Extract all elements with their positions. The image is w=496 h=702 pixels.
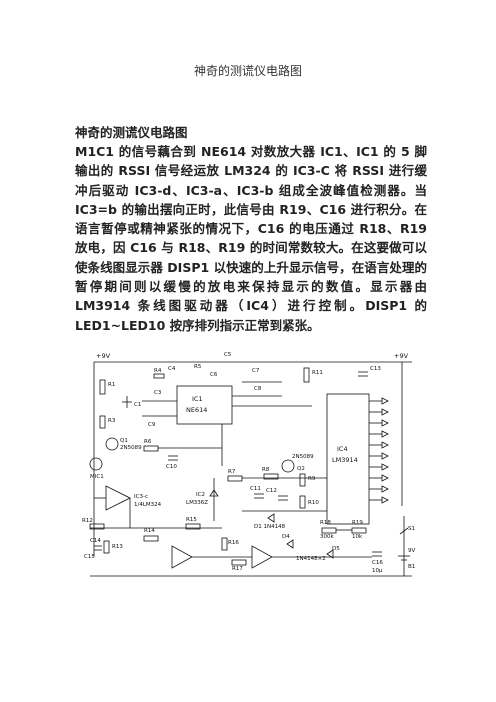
ic4-label: IC4 (337, 445, 348, 453)
b1-label: B1 (408, 564, 415, 570)
d1-label: D1 1N4148 (254, 524, 286, 530)
ic1-label: IC1 (192, 395, 203, 403)
r3-label: R3 (108, 418, 116, 424)
c13-label: C13 (370, 366, 381, 372)
r6-label: R6 (144, 439, 152, 445)
c6-label: C6 (210, 372, 218, 378)
r18-label: R18 (320, 520, 331, 526)
c11-label: C11 (250, 486, 261, 492)
ic2-part: LM336Z (186, 500, 208, 506)
c15-label: C15 (84, 554, 95, 560)
r19-value: 10k (352, 534, 363, 540)
ic3c-label: IC3-c (134, 494, 148, 500)
r18-value: 300k (320, 534, 334, 540)
s1-label: S1 (408, 526, 415, 532)
q2-part: 2N5089 (292, 454, 314, 460)
c7-label: C7 (252, 368, 260, 374)
c3-label: C3 (154, 390, 162, 396)
article-body: M1C1 的信号藕合到 NE614 对数放大器 IC1、IC1 的 5 脚输出的… (75, 144, 427, 333)
r13-label: R13 (112, 544, 123, 550)
mic-label: MIC1 (90, 474, 104, 480)
d4-label: D4 (282, 534, 290, 540)
r7-label: R7 (228, 469, 236, 475)
c9-label: C9 (148, 422, 156, 428)
c16-value: 10μ (372, 568, 383, 574)
d5-label: D5 (332, 546, 340, 552)
vcc-left-label: +9V (96, 352, 111, 360)
r17-label: R17 (232, 566, 243, 572)
r1-label: R1 (108, 382, 115, 388)
r9-label: R9 (308, 476, 316, 482)
c10-label: C10 (166, 464, 177, 470)
r16-label: R16 (228, 540, 239, 546)
r15-label: R15 (186, 517, 197, 523)
c16-label: C16 (372, 560, 383, 566)
r5-label: R5 (194, 364, 202, 370)
c4-label: C4 (168, 366, 176, 372)
c14-label: C14 (90, 538, 101, 544)
q1-label: Q1 (120, 438, 128, 444)
led-bargraph (381, 397, 389, 504)
vcc-right-label: +9V (394, 352, 409, 360)
c1-label: C1 (134, 402, 141, 408)
r10-label: R10 (308, 500, 319, 506)
r12-label: R12 (82, 518, 93, 524)
c8-label: C8 (254, 386, 262, 392)
r8-label: R8 (262, 467, 270, 473)
ic4-part: LM3914 (332, 456, 358, 464)
q2-label: Q2 (297, 466, 305, 472)
d45-label: 1N4148×2 (296, 556, 326, 562)
q1-part: 2N5089 (120, 445, 142, 451)
ic2-label: IC2 (196, 492, 205, 498)
r4-label: R4 (154, 368, 162, 374)
batt-label: 9V (408, 548, 415, 554)
r14-label: R14 (144, 528, 155, 534)
r19-label: R19 (352, 520, 363, 526)
circuit-schematic: +9V +9V R1 R3 Q1 2N5089 MIC1 C1 IC1 NE61… (82, 352, 415, 577)
r11-label: R11 (312, 370, 323, 376)
c12-label: C12 (266, 488, 277, 494)
c5-label: C5 (224, 352, 232, 358)
article-title: 神奇的测谎仪电路图 (75, 125, 188, 140)
ic3c-part: 1/4LM324 (134, 502, 162, 508)
ic1-part: NE614 (186, 406, 207, 414)
page-header: 神奇的测谎仪电路图 (193, 64, 302, 78)
